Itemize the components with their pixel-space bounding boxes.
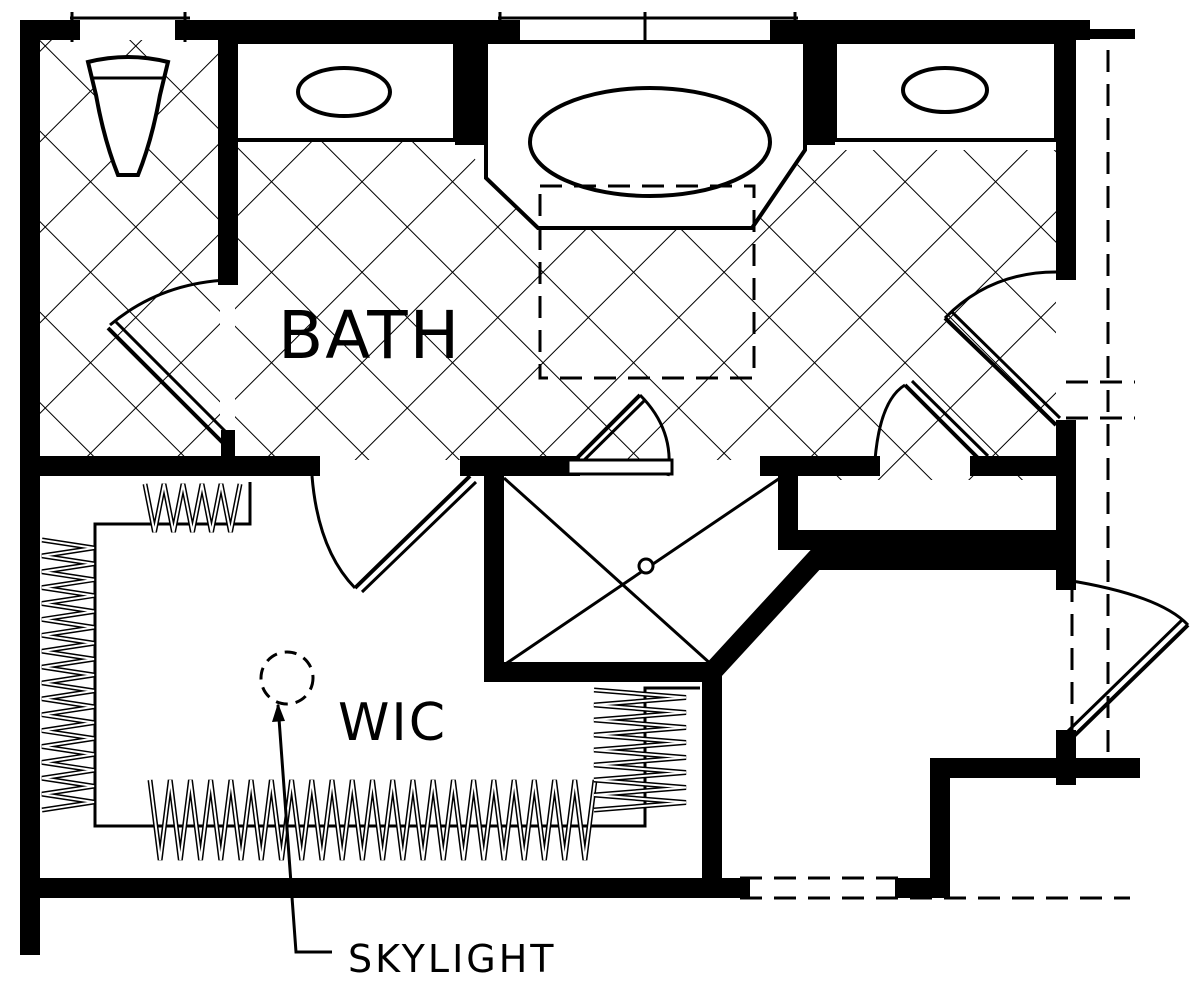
shower xyxy=(502,476,781,667)
bath-tile-floor xyxy=(40,40,1056,480)
hanger-row xyxy=(593,689,687,811)
dashed-exterior xyxy=(740,50,1135,900)
closet-hangers xyxy=(41,483,687,861)
hanger-row xyxy=(41,539,95,811)
bath-label: BATH xyxy=(278,297,461,374)
windows xyxy=(70,12,798,42)
walls xyxy=(20,20,1140,955)
skylight-leader xyxy=(272,703,332,954)
vanity-left xyxy=(234,40,457,142)
wic-label: WIC xyxy=(338,693,447,753)
hanger-row xyxy=(149,779,596,861)
bath-dashed-outline xyxy=(538,184,756,380)
vanity-right xyxy=(833,40,1058,142)
skylight-label: SKYLIGHT xyxy=(348,937,557,981)
toilet xyxy=(85,55,171,177)
skylight-circle xyxy=(259,650,315,706)
closet-shelf xyxy=(93,482,700,828)
hanger-row xyxy=(147,779,598,861)
doors xyxy=(106,270,1190,742)
hanger-row xyxy=(144,483,241,533)
bathtub xyxy=(484,40,807,230)
